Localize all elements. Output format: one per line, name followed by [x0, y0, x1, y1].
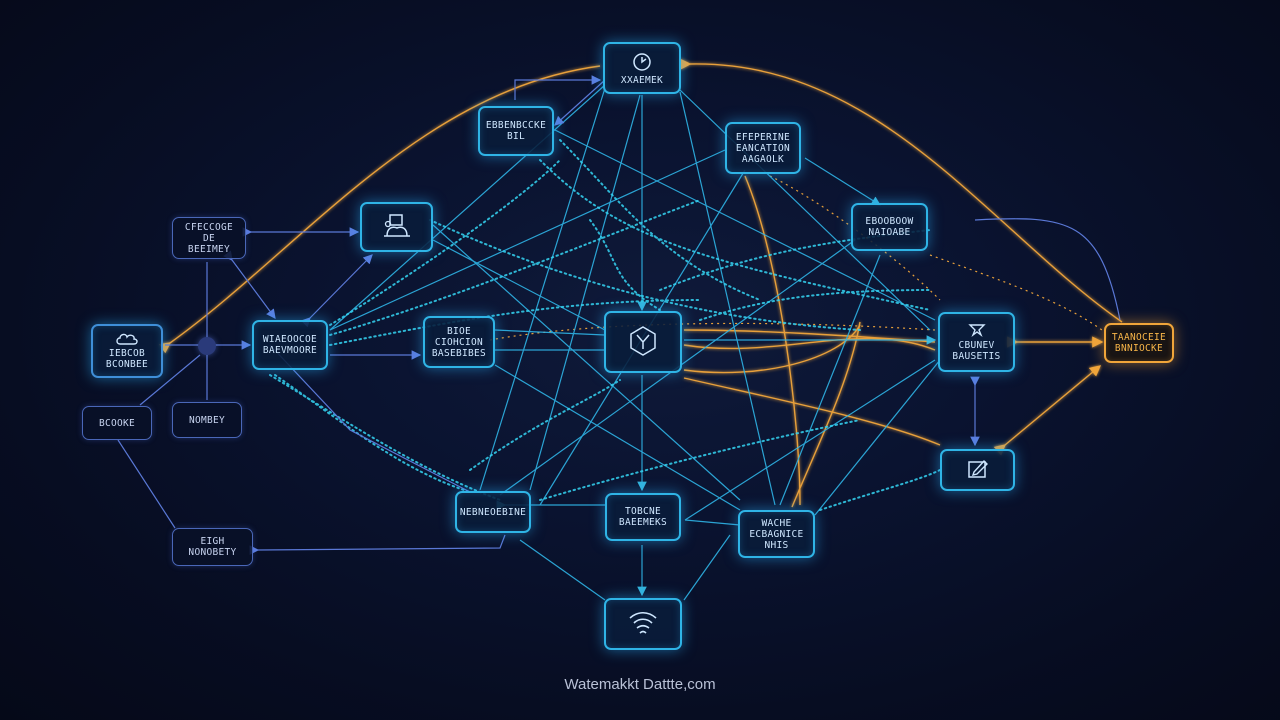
- node-far-left-top[interactable]: CFECCOGE DE BEEIMEY: [172, 217, 246, 259]
- clock-icon: [631, 51, 653, 73]
- node-right-upper[interactable]: EBOOBOOW NAIOABE: [851, 203, 928, 251]
- node-label: XXAEMEK: [620, 74, 664, 86]
- watermark: Watemakkt Dattte,com: [564, 676, 716, 693]
- cloud-icon: [115, 332, 139, 346]
- node-small-left-b[interactable]: NOMBEY: [172, 402, 242, 438]
- junction-dot: [198, 337, 216, 355]
- node-far-left-mid[interactable]: IEBCOB BCONBEE: [91, 324, 163, 378]
- node-label: TOBCNE BAEEMEKS: [618, 506, 668, 528]
- node-label: CFECCOGE DE BEEIMEY: [184, 221, 234, 255]
- wifi-icon: [626, 608, 660, 638]
- node-bottom-right-mid[interactable]: WACHE ECBAGNICE NHIS: [738, 510, 815, 558]
- pointer-icon: [967, 322, 987, 338]
- node-label: NOMBEY: [188, 414, 226, 426]
- node-label: NEBNEOEBINE: [459, 506, 527, 518]
- node-far-bottom-left[interactable]: EIGH NONOBETY: [172, 528, 253, 566]
- node-center-left[interactable]: BIOE CIOHCION BASEBIBES: [423, 316, 495, 368]
- node-small-left-a[interactable]: BCOOKE: [82, 406, 152, 440]
- hub-icon: [626, 324, 660, 358]
- node-right-mid[interactable]: CBUNEV BAUSETIS: [938, 312, 1015, 372]
- node-far-right-orange[interactable]: TAANOCEIE BNNIOCKE: [1104, 323, 1174, 363]
- node-bottom-center[interactable]: TOBCNE BAEEMEKS: [605, 493, 681, 541]
- node-label: EFEPERINE EANCATION AAGAOLK: [735, 131, 791, 165]
- node-bottom-icon[interactable]: [604, 598, 682, 650]
- dotted-edges: [269, 139, 941, 511]
- edit-icon: [966, 458, 990, 480]
- node-upper-left-mid[interactable]: EBBENBCCKE BIL: [478, 106, 554, 156]
- node-label: BCOOKE: [98, 417, 136, 429]
- node-label: IEBCOB BCONBEE: [105, 348, 149, 370]
- node-label: EIGH NONOBETY: [188, 536, 237, 558]
- node-label: TAANOCEIE BNNIOCKE: [1111, 332, 1167, 354]
- orange-dotted-edges: [489, 175, 1103, 341]
- node-bottom-left-mid[interactable]: NEBNEOEBINE: [455, 491, 531, 533]
- orange-edges: [158, 58, 1123, 508]
- node-label: WIAEOOCOE BAEVMOORE: [262, 334, 318, 356]
- node-label: WACHE ECBAGNICE NHIS: [749, 517, 804, 551]
- node-left-mid[interactable]: WIAEOOCOE BAEVMOORE: [252, 320, 328, 370]
- node-right-lower-icon[interactable]: [940, 449, 1015, 491]
- node-left-icon-upper[interactable]: [360, 202, 433, 252]
- node-label: CBUNEV BAUSETIS: [952, 340, 1001, 362]
- node-top-center[interactable]: XXAEMEK: [603, 42, 681, 94]
- node-label: BIOE CIOHCION BASEBIBES: [431, 325, 487, 359]
- node-upper-right-mid[interactable]: EFEPERINE EANCATION AAGAOLK: [725, 122, 801, 174]
- node-label: EBBENBCCKE BIL: [485, 120, 547, 142]
- node-label: EBOOBOOW NAIOABE: [865, 216, 914, 238]
- device-icon: [380, 212, 414, 240]
- node-center-hub[interactable]: [604, 311, 682, 373]
